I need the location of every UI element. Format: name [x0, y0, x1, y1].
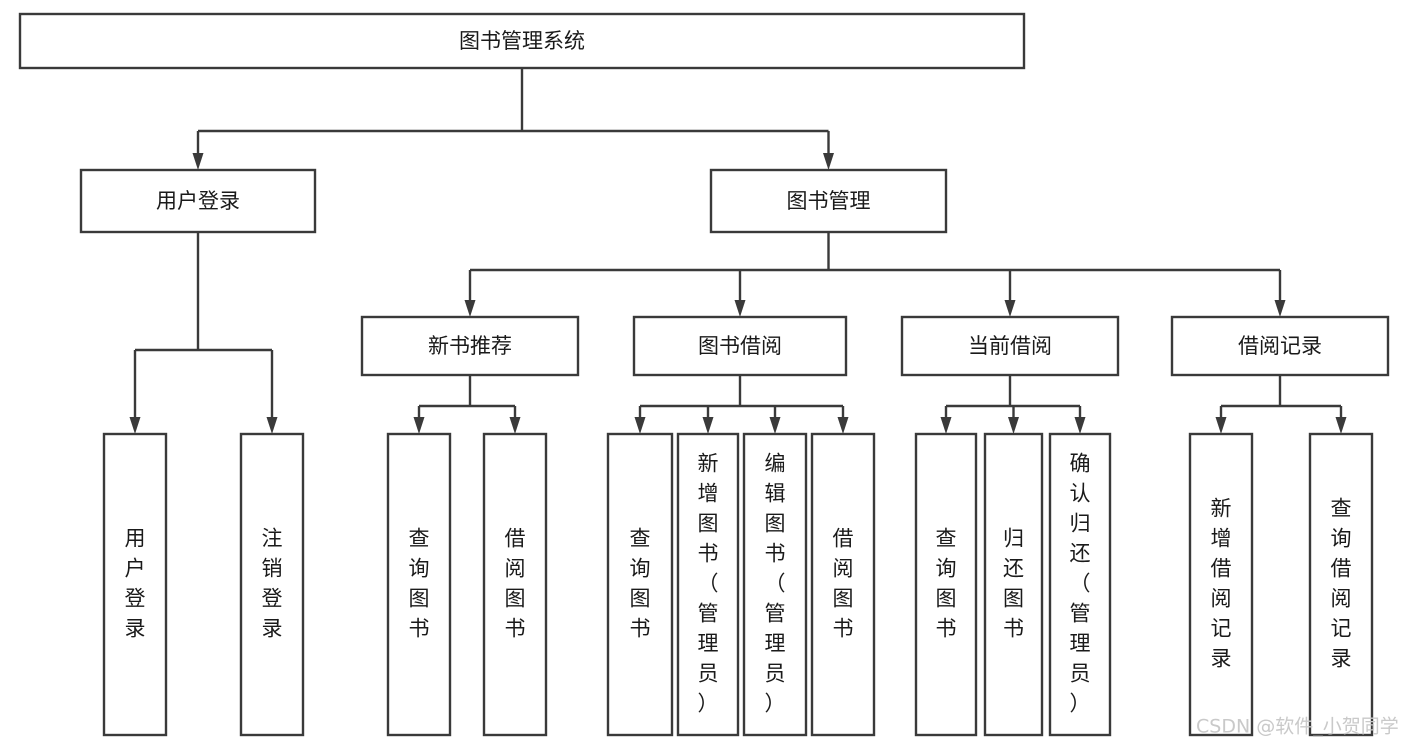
node-leaf-query-book-1-label: 查询图书	[409, 527, 430, 641]
node-leaf-add-record[interactable]	[1188, 432, 1254, 737]
node-leaf-query-book-1[interactable]	[386, 432, 452, 737]
node-book-borrow[interactable]	[632, 315, 848, 377]
node-leaf-borrow-book-2[interactable]	[810, 432, 876, 737]
node-user-login[interactable]	[79, 168, 317, 234]
node-leaf-logout-login-label: 注销登录	[262, 527, 283, 641]
node-leaf-borrow-book-1-label: 借阅图书	[505, 527, 526, 641]
node-book-manage[interactable]	[709, 168, 948, 234]
arrow-head-icon	[413, 417, 425, 434]
arrow-head-icon	[1335, 417, 1347, 434]
arrow-head-icon	[1004, 300, 1016, 317]
arrow-head-icon	[769, 417, 781, 434]
arrow-head-icon	[837, 417, 849, 434]
arrow-head-icon	[129, 417, 141, 434]
arrow-head-icon	[1215, 417, 1227, 434]
node-leaf-edit-book-label: 编辑图书（管理员）	[765, 452, 786, 716]
arrow-head-icon	[266, 417, 278, 434]
node-new-book-recommend[interactable]	[360, 315, 580, 377]
arrow-head-icon	[509, 417, 521, 434]
node-leaf-query-record[interactable]	[1308, 432, 1374, 737]
arrow-head-icon	[1274, 300, 1286, 317]
watermark-label: CSDN @软件_小贺同学	[1196, 716, 1399, 738]
node-user-login-label: 用户登录	[156, 189, 240, 213]
node-leaf-add-book[interactable]	[676, 432, 740, 737]
arrow-head-icon	[1008, 417, 1019, 434]
arrow-head-icon	[464, 300, 476, 317]
node-current-borrow[interactable]	[900, 315, 1120, 377]
node-borrow-record[interactable]	[1170, 315, 1390, 377]
node-leaf-logout-login[interactable]	[239, 432, 305, 737]
node-leaf-add-book-label: 新增图书（管理员）	[698, 452, 719, 716]
node-leaf-query-book-2-label: 查询图书	[630, 527, 651, 641]
node-leaf-confirm-return-label: 确认归还（管理员）	[1070, 452, 1091, 716]
arrow-head-icon	[734, 300, 746, 317]
node-leaf-return-book-label: 归还图书	[1003, 527, 1024, 641]
node-layer: 图书管理系统用户登录图书管理新书推荐图书借阅当前借阅借阅记录用户登录注销登录查询…	[18, 12, 1390, 737]
node-leaf-query-book-2[interactable]	[606, 432, 674, 737]
arrow-head-icon	[702, 417, 714, 434]
node-root-label: 图书管理系统	[459, 29, 585, 53]
arrow-head-icon	[192, 153, 204, 170]
node-leaf-return-book[interactable]	[983, 432, 1044, 737]
node-book-borrow-label: 图书借阅	[698, 334, 782, 358]
node-leaf-add-record-label: 新增借阅记录	[1211, 497, 1232, 671]
arrow-head-icon	[940, 417, 952, 434]
node-leaf-query-record-label: 查询借阅记录	[1331, 497, 1352, 671]
node-leaf-user-login[interactable]	[102, 432, 168, 737]
node-current-borrow-label: 当前借阅	[968, 334, 1052, 358]
node-book-manage-label: 图书管理	[787, 189, 871, 213]
node-borrow-record-label: 借阅记录	[1238, 334, 1322, 358]
node-leaf-edit-book[interactable]	[742, 432, 808, 737]
node-leaf-borrow-book-1[interactable]	[482, 432, 548, 737]
node-leaf-borrow-book-2-label: 借阅图书	[833, 527, 854, 641]
arrow-head-icon	[1074, 417, 1086, 434]
arrow-head-icon	[823, 153, 834, 170]
node-leaf-query-book-3-label: 查询图书	[936, 527, 957, 641]
arrow-head-icon	[634, 417, 646, 434]
node-new-book-recommend-label: 新书推荐	[428, 334, 512, 358]
node-leaf-confirm-return[interactable]	[1048, 432, 1112, 737]
connector-layer	[129, 68, 1347, 434]
node-leaf-user-login-label: 用户登录	[125, 527, 146, 641]
node-root[interactable]	[18, 12, 1026, 70]
node-leaf-query-book-3[interactable]	[914, 432, 978, 737]
